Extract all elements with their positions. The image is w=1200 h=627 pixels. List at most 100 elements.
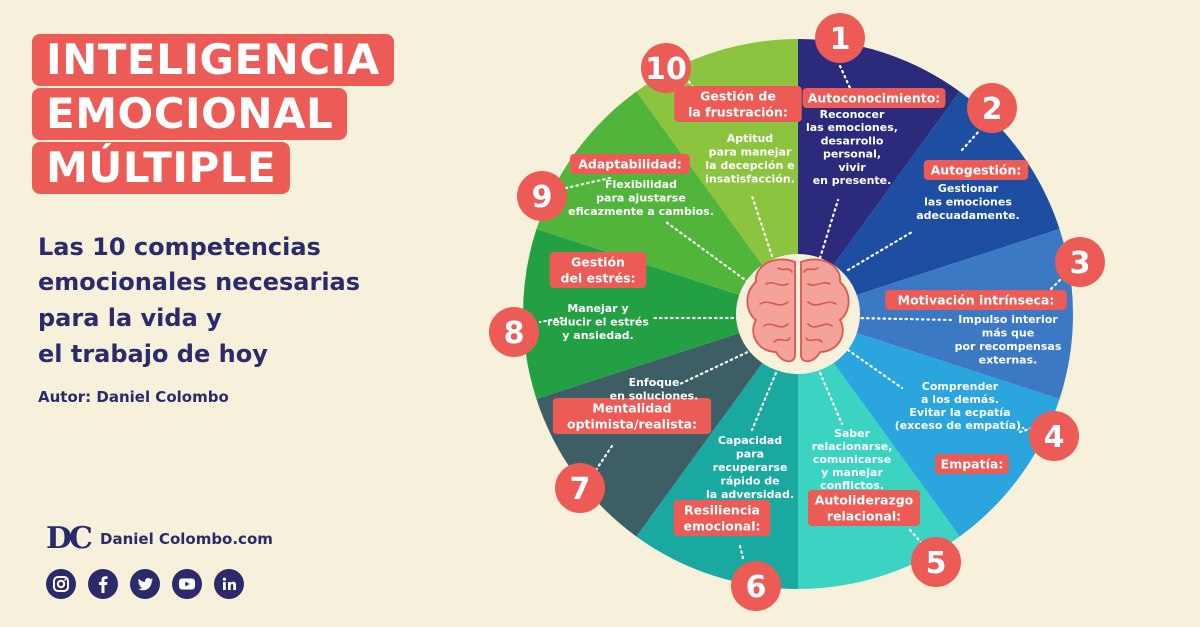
number-text-10: 10 — [645, 52, 687, 87]
brain-fold-3 — [763, 323, 789, 328]
competency-label-8-line-1: Gestión — [571, 255, 625, 270]
number-badge-9 — [517, 171, 567, 221]
competency-description-4-line-3: Evitar la ecpatía — [909, 406, 1010, 419]
competency-description-5-line-2: relacionarse, — [812, 440, 893, 453]
competency-description-1-line-5: vivir — [838, 161, 866, 174]
competency-description-3-line-3: por recompensas — [955, 340, 1062, 353]
connector-dots-12 — [960, 128, 982, 152]
connector-dots-6 — [750, 366, 780, 432]
connector-dots-17 — [594, 444, 614, 472]
number-badge-4 — [1029, 411, 1079, 461]
competency-description-10-line-4: insatisfacción. — [705, 173, 795, 186]
facebook-icon[interactable] — [88, 569, 118, 599]
connector-dots-10 — [750, 194, 774, 258]
label-box-3 — [885, 290, 1067, 310]
subtitle-line-4: el trabajo de hoy — [38, 340, 268, 368]
competency-description-1-line-1: Reconocer — [820, 108, 885, 121]
competency-label-10-line-2: la frustración: — [688, 105, 788, 120]
competency-description-5-line-5: conflictos. — [820, 479, 884, 492]
competency-description-8-line-1: Manejar y — [567, 302, 628, 315]
title-line-2: EMOCIONAL — [32, 88, 348, 140]
subtitle-line-3: para la vida y — [38, 304, 222, 332]
number-text-9: 9 — [532, 180, 553, 215]
brain-fold-6 — [807, 301, 837, 306]
competency-description-6-line-1: Capacidad — [718, 434, 782, 447]
label-box-5 — [807, 490, 921, 526]
number-badge-10 — [641, 43, 691, 93]
connector-dots-2 — [846, 230, 914, 272]
competency-description-4-line-4: (exceso de empatía). — [895, 419, 1026, 432]
competency-description-8-line-3: y ansiedad. — [562, 329, 633, 342]
competency-description-1-line-4: personal, — [823, 148, 881, 161]
linkedin-icon[interactable] — [214, 569, 244, 599]
number-text-5: 5 — [926, 546, 947, 581]
number-text-7: 7 — [570, 472, 591, 507]
competency-description-6-line-2: para — [736, 448, 764, 461]
competency-description-3-line-2: más que — [982, 327, 1034, 340]
competency-label-5-line-1: Autoliderazgo — [815, 493, 914, 508]
connector-dots-9 — [664, 220, 750, 284]
label-box-1 — [802, 88, 946, 108]
competency-description-3-line-1: Impulso interior — [958, 313, 1058, 326]
sector-3 — [798, 229, 1073, 399]
subtitle-line-1: Las 10 competencias — [38, 233, 321, 261]
competency-description-7-line-1: Enfoque — [629, 376, 680, 389]
subtitle-line-2: emocionales necesarias — [38, 268, 361, 296]
competency-description-3-line-4: externas. — [979, 354, 1038, 367]
competency-label-7-line-1: Mentalidad — [592, 401, 671, 416]
sector-2 — [798, 91, 1060, 314]
competency-label-9-line-1: Adaptabilidad: — [578, 157, 682, 172]
competency-description-1-line-3: desarrollo — [821, 134, 884, 147]
label-box-8 — [549, 252, 647, 288]
connector-dots-7 — [678, 348, 754, 386]
competency-label-7-line-2: optimista/realista: — [567, 417, 697, 432]
competency-description-5-line-4: y manejar — [821, 466, 883, 479]
competency-label-5-line-2: relacional: — [827, 509, 901, 524]
number-text-4: 4 — [1044, 420, 1065, 455]
competency-label-6-line-1: Resiliencia — [684, 503, 760, 518]
number-text-2: 2 — [982, 92, 1003, 127]
youtube-icon[interactable] — [172, 569, 202, 599]
competency-description-9-line-2: para ajustarse — [596, 192, 686, 205]
label-box-7 — [552, 398, 712, 434]
competency-label-10-line-1: Gestión de — [700, 89, 776, 104]
number-text-8: 8 — [504, 316, 525, 351]
connector-dots-14 — [1018, 426, 1034, 434]
competency-label-3-line-1: Motivación intrínseca: — [898, 293, 1055, 308]
competency-description-5-line-1: Saber — [834, 427, 871, 440]
number-badge-8 — [489, 307, 539, 357]
number-badge-7 — [555, 463, 605, 513]
brain-icon — [736, 254, 860, 374]
label-box-6 — [673, 500, 771, 536]
sector-9 — [536, 91, 798, 314]
connector-dots-19 — [564, 176, 612, 190]
instagram-icon[interactable] — [46, 569, 76, 599]
brain-fold-7 — [807, 323, 833, 328]
connector-dots-18 — [538, 316, 564, 324]
connector-dots-11 — [838, 64, 852, 90]
competency-label-2-line-1: Autogestión: — [931, 163, 1022, 178]
title-line-3: MÚLTIPLE — [32, 142, 291, 194]
competency-description-2-line-3: adecuadamente. — [916, 209, 1019, 222]
twitter-icon[interactable] — [130, 569, 160, 599]
number-badge-3 — [1055, 237, 1105, 287]
left-panel: INTELIGENCIA EMOCIONAL MÚLTIPLE Las 10 c… — [0, 0, 480, 627]
competency-description-4-line-1: Comprender — [922, 380, 999, 393]
competency-label-4-line-1: Empatía: — [941, 457, 1004, 472]
competency-description-7-line-2: en soluciones. — [610, 390, 699, 403]
competency-description-4-line-2: a los demás. — [921, 393, 999, 406]
competency-description-10-line-1: Aptitud — [727, 132, 773, 145]
number-text-1: 1 — [830, 22, 851, 57]
number-text-6: 6 — [746, 570, 767, 605]
connector-dots-13 — [1048, 278, 1062, 292]
brain-fold-10 — [803, 267, 819, 273]
brain-fold-5 — [807, 282, 831, 286]
competency-label-1-line-1: Autoconocimiento: — [808, 91, 941, 106]
number-badge-5 — [911, 537, 961, 587]
number-badge-6 — [731, 561, 781, 611]
competency-label-8-line-2: del estrés: — [560, 271, 635, 286]
brain-fold-2 — [759, 301, 789, 306]
number-badge-2 — [967, 83, 1017, 133]
label-box-9 — [570, 154, 690, 174]
